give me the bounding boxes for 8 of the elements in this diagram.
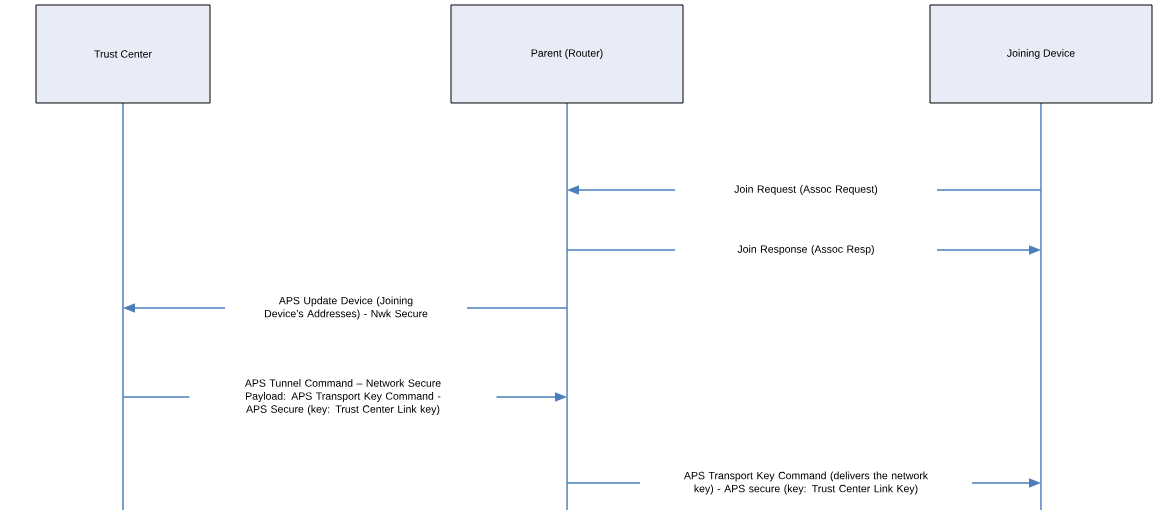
participant-box: Parent (Router): [450, 4, 684, 104]
edge-label: Join Request (Assoc Request): [675, 184, 937, 196]
edge-label: APS Tunnel Command – Network Secure Payload: APS Transport Key Command -APS Secure (key: Trust Center Link key): [189, 378, 497, 416]
participant-box: Trust Center: [35, 4, 211, 104]
edge-label: APS Update Device (Joining Device’s Addresses) - Nwk Secure: [225, 295, 467, 321]
participant-box: Joining Device: [929, 4, 1153, 104]
edge-label: APS Transport Key Command (delivers the network key) - APS secure (key: Trust Center Link Key): [640, 470, 972, 496]
edge-label: Join Response (Assoc Resp): [675, 244, 937, 256]
